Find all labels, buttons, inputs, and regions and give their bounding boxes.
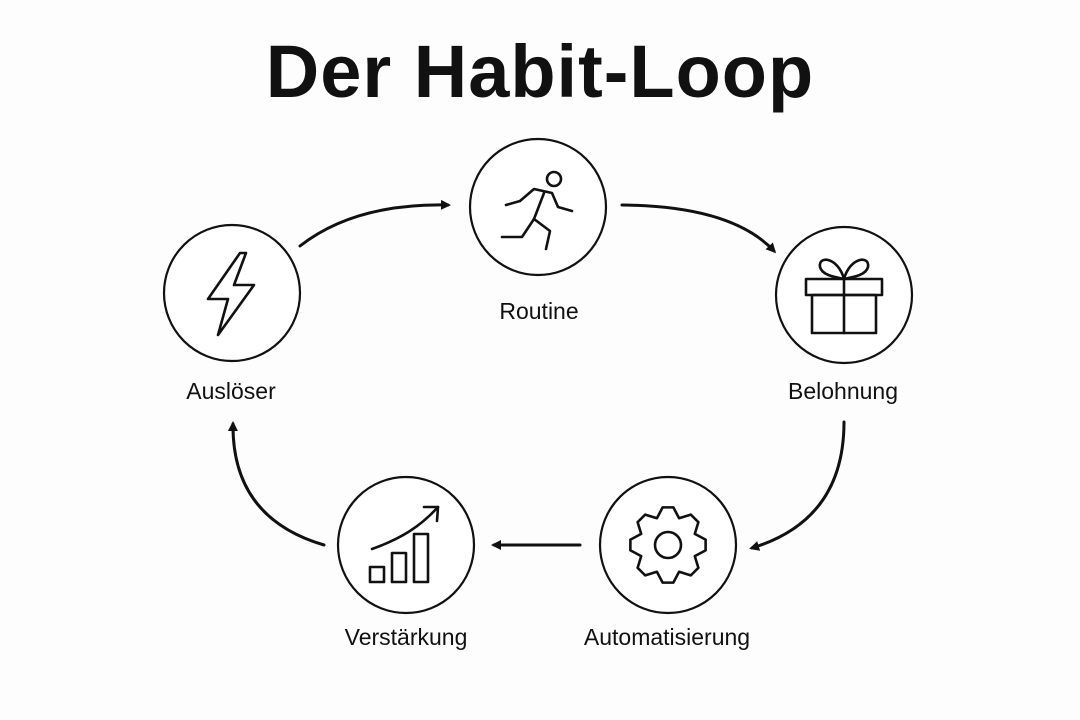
node-routine: Routine xyxy=(468,137,608,324)
arrow-reinforcement-to-trigger xyxy=(227,421,326,547)
node-routine-label: Routine xyxy=(499,298,578,324)
node-automation: Automatisierung xyxy=(584,475,750,650)
node-automation-circle xyxy=(598,475,738,615)
node-reinforcement: Verstärkung xyxy=(336,475,476,650)
gear-icon xyxy=(629,506,707,584)
node-automation-label: Automatisierung xyxy=(584,624,750,650)
node-reward-label: Belohnung xyxy=(788,378,898,404)
node-trigger-circle xyxy=(162,223,302,363)
gift-icon xyxy=(804,258,884,335)
arrow-reward-to-automation xyxy=(749,420,846,551)
flow-arrows xyxy=(227,199,846,551)
node-trigger: Auslöser xyxy=(162,223,302,404)
node-reinforcement-label: Verstärkung xyxy=(345,624,468,650)
arrow-trigger-to-routine xyxy=(298,199,451,248)
growth-chart-icon xyxy=(368,505,440,584)
arrow-routine-to-reward xyxy=(620,203,777,254)
running-person-icon xyxy=(500,170,574,251)
node-trigger-label: Auslöser xyxy=(186,378,276,404)
node-reward: Belohnung xyxy=(774,225,914,404)
diagram-title: Der Habit-Loop xyxy=(266,30,814,113)
lightning-icon xyxy=(206,251,256,337)
node-reinforcement-circle xyxy=(336,475,476,615)
